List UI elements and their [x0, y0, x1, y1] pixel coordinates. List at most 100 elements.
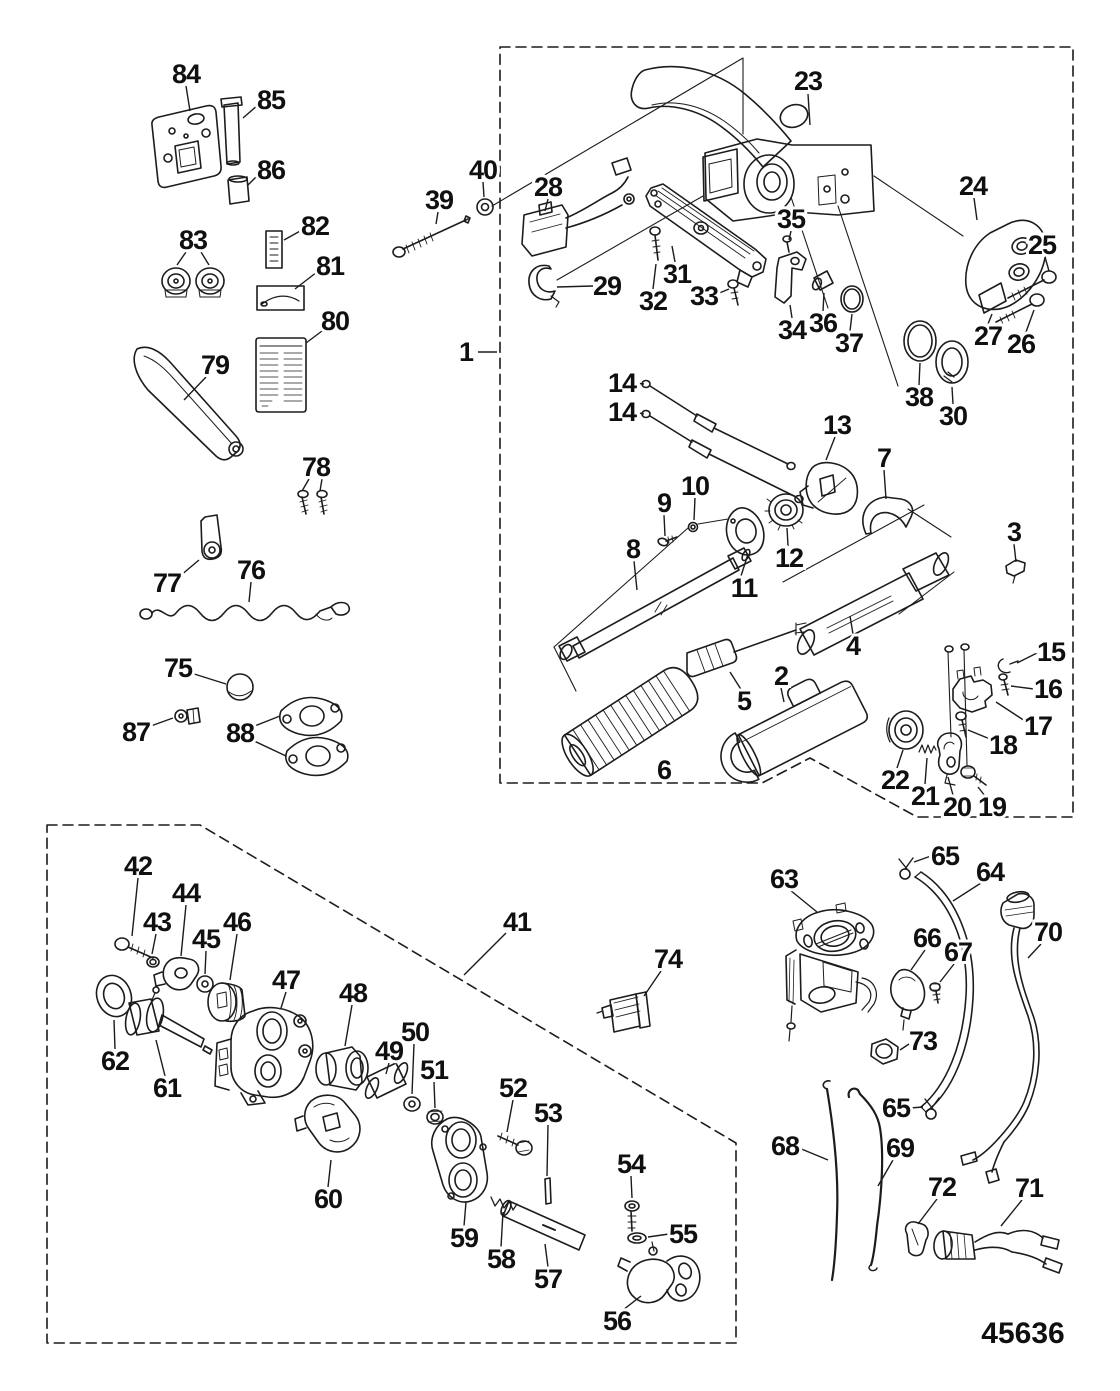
callout-6: 6 — [657, 755, 672, 785]
callout-leader-18 — [967, 729, 991, 740]
shaft-8 — [654, 601, 668, 616]
knob-83 — [167, 273, 185, 289]
link-rod-68 — [825, 1087, 839, 1282]
tiller-handle-23 — [756, 163, 788, 201]
callout-21: 21 — [911, 781, 940, 811]
callout-17: 17 — [1024, 711, 1052, 741]
knob-83 — [173, 278, 179, 284]
cable-end-5 — [696, 643, 724, 673]
assembly-41-boundary — [46, 824, 737, 1344]
stop-switch-28 — [565, 204, 623, 229]
lanyard-cord-76 — [139, 608, 153, 620]
callout-82: 82 — [301, 211, 329, 241]
tube-4 — [902, 552, 950, 592]
steering-housing-47 — [293, 1014, 307, 1028]
sensor-74 — [601, 1004, 614, 1019]
spring-58 — [490, 1196, 518, 1211]
callout-leader-47 — [280, 991, 287, 1009]
primer-bulb-66 — [898, 976, 916, 982]
callout-14: 14 — [608, 368, 637, 398]
lever-34 — [774, 251, 807, 304]
guide-line — [963, 649, 968, 766]
spec-decal-80 — [259, 352, 303, 407]
spec-decal-80 — [255, 337, 307, 413]
cable-clamp-20 — [936, 732, 963, 775]
faceplate-84 — [187, 113, 205, 125]
plate-59 — [445, 1121, 477, 1159]
bracket-17 — [952, 675, 993, 713]
screw-78 — [318, 499, 328, 513]
callout-24: 24 — [959, 171, 988, 201]
cowl-bracket-79 — [232, 445, 240, 453]
snap-ring-30 — [941, 347, 963, 377]
shaft-8 — [558, 636, 586, 662]
callout-leader-56 — [622, 1295, 642, 1311]
channel-31 — [697, 224, 705, 232]
harness-70 — [1004, 905, 1034, 917]
callout-leader-57 — [544, 1243, 549, 1268]
harness-70 — [991, 1141, 1005, 1173]
callout-leader-77 — [179, 559, 200, 577]
bracket-17 — [956, 666, 982, 680]
guide-line — [697, 518, 729, 525]
throttle-cable-14 — [693, 413, 717, 433]
tiller-handle-23 — [779, 103, 809, 129]
drum-46 — [216, 991, 228, 1009]
screw-67 — [932, 993, 941, 1001]
washer-10 — [690, 524, 696, 530]
callout-12: 12 — [775, 543, 803, 573]
callout-86: 86 — [257, 155, 286, 185]
washer-45 — [196, 975, 214, 993]
tiller-handle-23 — [763, 171, 781, 193]
link-44 — [152, 986, 160, 994]
callout-leader-14 — [633, 382, 645, 385]
nut-73 — [870, 1038, 899, 1065]
tube-49 — [364, 1077, 380, 1099]
carburetor-63 — [803, 934, 813, 948]
harness-70 — [960, 1151, 978, 1166]
ring-62 — [102, 982, 126, 1010]
callout-58: 58 — [487, 1244, 516, 1274]
callout-leader-13 — [825, 436, 836, 461]
tiller-handle-23 — [651, 102, 760, 154]
callout-leader-46 — [229, 933, 238, 981]
callout-73: 73 — [909, 1026, 938, 1056]
callout-30: 30 — [939, 401, 967, 431]
cap-75 — [228, 690, 252, 697]
tube-85 — [223, 102, 241, 165]
callout-57: 57 — [534, 1264, 562, 1294]
swivel-tube-2 — [741, 686, 852, 743]
callout-leader-3 — [1013, 543, 1017, 563]
callout-9: 9 — [657, 488, 672, 518]
primer-bulb-66 — [902, 1019, 905, 1031]
callout-leader-87 — [147, 717, 174, 728]
plate-59 — [479, 1143, 487, 1151]
screw-18 — [958, 723, 967, 732]
callout-50: 50 — [401, 1017, 429, 1047]
coupler-48 — [350, 1057, 364, 1079]
lanyard-clip-77 — [200, 514, 223, 561]
washer-10 — [687, 521, 699, 533]
callout-5: 5 — [737, 686, 752, 716]
callout-leader-85 — [242, 104, 259, 119]
screw-54 — [628, 1203, 636, 1209]
callout-leader-55 — [647, 1233, 670, 1238]
link-rod-69 — [868, 1264, 878, 1272]
oring-37 — [840, 285, 864, 313]
steering-housing-47 — [218, 1047, 229, 1077]
callout-leader-43 — [151, 933, 157, 955]
callout-leader-40 — [482, 181, 485, 198]
clip-3 — [1005, 559, 1026, 577]
callout-leader-5 — [729, 671, 743, 692]
stop-switch-28 — [623, 193, 635, 205]
callout-leader-73 — [899, 1043, 910, 1051]
callout-36: 36 — [809, 308, 838, 338]
callout-leader-29 — [556, 285, 594, 288]
harness-70 — [972, 1137, 1000, 1161]
carburetor-63 — [788, 957, 795, 1005]
callout-leader-83 — [200, 251, 210, 266]
bearing-12 — [764, 498, 803, 531]
screw-32 — [651, 239, 661, 254]
callout-14: 14 — [608, 397, 637, 427]
callout-leader-78 — [301, 478, 310, 492]
